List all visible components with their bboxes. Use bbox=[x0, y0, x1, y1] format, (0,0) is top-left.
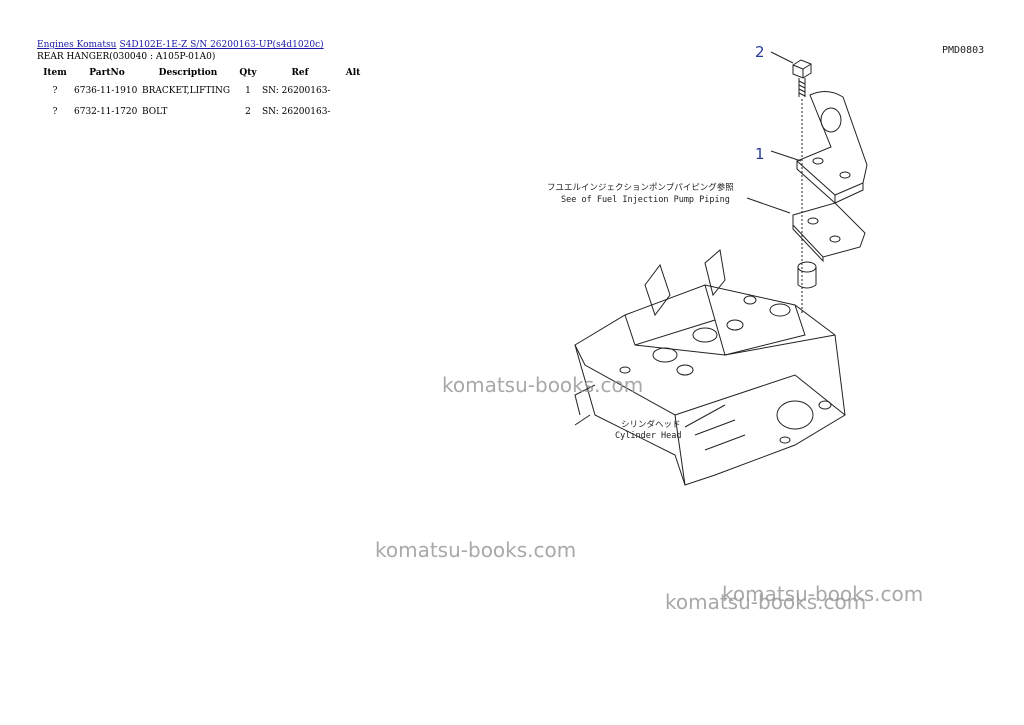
table-row: ? 6736-11-1910 BRACKET,LIFTING 1 SN: 262… bbox=[37, 80, 367, 101]
header-ref: Ref bbox=[291, 68, 309, 78]
parts-table: Item PartNo Description Qty Ref Alt ? 67… bbox=[37, 66, 367, 122]
breadcrumb-link-model[interactable]: S4D102E-1E-Z S/N 26200163-UP(s4d1020c) bbox=[119, 40, 324, 50]
callout-1: 1 bbox=[755, 145, 765, 163]
cell-description: BRACKET,LIFTING bbox=[142, 85, 231, 96]
header-description: Description bbox=[158, 68, 218, 78]
cell-alt bbox=[339, 101, 367, 122]
bolt-part bbox=[792, 59, 812, 315]
cylinder-head-part bbox=[574, 249, 846, 486]
cell-item: ? bbox=[52, 85, 58, 96]
spacer-plate-part bbox=[792, 202, 866, 263]
collar-part bbox=[797, 261, 817, 289]
watermark: komatsu-books.com bbox=[442, 373, 644, 397]
watermark: komatsu-books.com bbox=[665, 590, 867, 614]
cell-qty: 1 bbox=[245, 85, 251, 96]
cell-partno: 6732-11-1720 bbox=[74, 106, 138, 117]
cell-partno: 6736-11-1910 bbox=[74, 85, 138, 96]
callout-2: 2 bbox=[755, 43, 765, 61]
table-row: ? 6732-11-1720 BOLT 2 SN: 26200163- bbox=[37, 101, 367, 122]
note-english: See of Fuel Injection Pump Piping bbox=[561, 195, 730, 205]
cell-description: BOLT bbox=[142, 106, 168, 117]
cell-ref: SN: 26200163- bbox=[262, 106, 331, 117]
parts-drawing: 2 1 PMD0803 フユエルインジェクションポンプパイピング参照 See o… bbox=[547, 43, 984, 486]
head-english: Cylinder Head bbox=[615, 431, 682, 441]
drawing-code: PMD0803 bbox=[942, 45, 984, 56]
head-japanese: シリンダヘッド bbox=[621, 419, 681, 430]
cell-ref: SN: 26200163- bbox=[262, 85, 331, 96]
header-alt: Alt bbox=[345, 68, 361, 78]
cell-qty: 2 bbox=[245, 106, 251, 117]
lifting-bracket-part bbox=[796, 91, 868, 205]
header-partno: PartNo bbox=[89, 68, 125, 78]
header-qty: Qty bbox=[239, 68, 257, 78]
table-header-row: Item PartNo Description Qty Ref Alt bbox=[37, 66, 367, 80]
watermark: komatsu-books.com bbox=[722, 582, 924, 606]
breadcrumb-link-engines[interactable]: Engines Komatsu bbox=[37, 40, 117, 50]
note-japanese: フユエルインジェクションポンプパイピング参照 bbox=[547, 182, 734, 193]
watermark: komatsu-books.com bbox=[375, 538, 577, 562]
header-item: Item bbox=[43, 68, 67, 78]
cell-item: ? bbox=[52, 106, 58, 117]
page-title: REAR HANGER(030040 : A105P-01A0) bbox=[37, 52, 216, 62]
cell-alt bbox=[339, 80, 367, 101]
